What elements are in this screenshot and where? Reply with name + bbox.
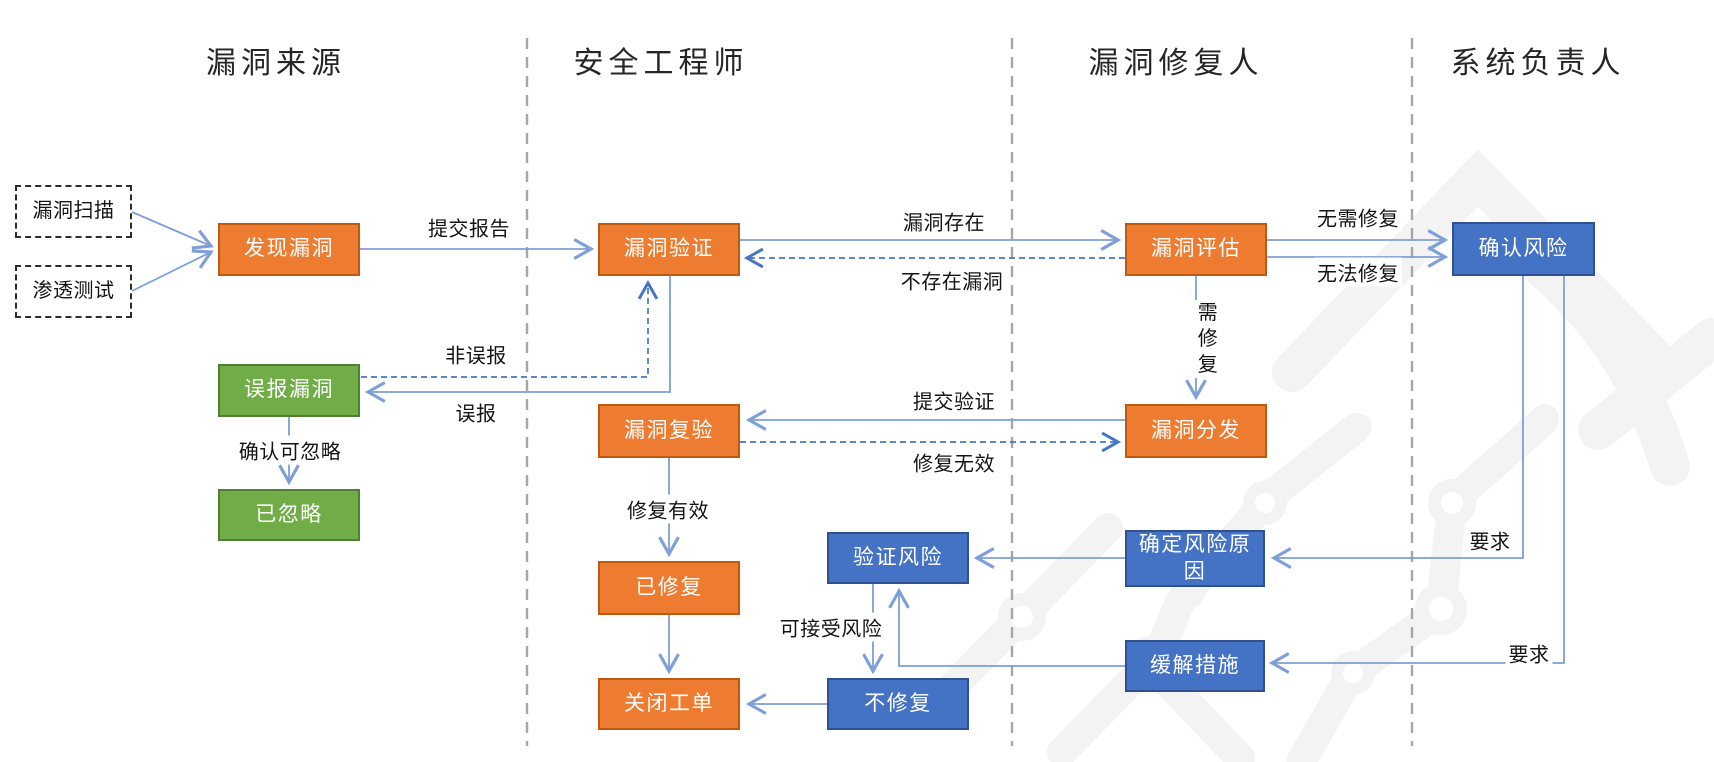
node-mitigation: 缓解措施 xyxy=(1125,640,1265,692)
node-vuln-scan: 漏洞扫描 xyxy=(15,185,132,238)
node-validate-risk: 验证风险 xyxy=(827,532,969,584)
node-vuln-dispatch: 漏洞分发 xyxy=(1125,404,1267,458)
node-vuln-assess: 漏洞评估 xyxy=(1125,223,1267,276)
node-close-ticket: 关闭工单 xyxy=(598,678,740,730)
edge-label-confirm-ignorable: 确认可忽略 xyxy=(235,435,345,465)
lane-header-security-engineer: 安全工程师 xyxy=(573,47,749,80)
edge-label-submit-report: 提交报告 xyxy=(425,212,513,242)
edge-label-need-fix: 需修复 xyxy=(1194,300,1222,378)
edge-label-acceptable-risk: 可接受风险 xyxy=(776,612,886,642)
edge-label-require-bottom: 要求 xyxy=(1505,638,1553,668)
edge-label-cannot-fix: 无法修复 xyxy=(1314,257,1402,287)
edge-label-require-top: 要求 xyxy=(1466,525,1514,555)
node-pen-test: 渗透测试 xyxy=(15,265,132,318)
node-no-fix: 不修复 xyxy=(827,678,969,730)
edge-label-not-false-positive: 非误报 xyxy=(442,339,510,369)
edge-label-vuln-exists: 漏洞存在 xyxy=(900,206,988,236)
lane-header-system-owner: 系统负责人 xyxy=(1450,47,1626,80)
edge-label-fix-valid: 修复有效 xyxy=(624,494,712,524)
node-fixed: 已修复 xyxy=(598,561,740,615)
lane-header-vuln-fixer: 漏洞修复人 xyxy=(1088,47,1264,80)
edge-label-false-positive: 误报 xyxy=(452,397,500,427)
node-discover-vuln: 发现漏洞 xyxy=(218,223,360,276)
edge-label-fix-invalid: 修复无效 xyxy=(910,447,998,477)
node-ignored: 已忽略 xyxy=(218,489,360,541)
lane-header-vuln-source: 漏洞来源 xyxy=(206,47,346,80)
edge-label-no-need-fix: 无需修复 xyxy=(1314,202,1402,232)
node-risk-cause: 确定风险原因 xyxy=(1125,530,1265,587)
node-false-positive-vuln: 误报漏洞 xyxy=(218,364,360,417)
node-vuln-recheck: 漏洞复验 xyxy=(598,404,740,458)
node-vuln-verify: 漏洞验证 xyxy=(598,223,740,276)
node-confirm-risk: 确认风险 xyxy=(1452,222,1595,276)
edge-label-submit-verify: 提交验证 xyxy=(910,385,998,415)
edge-label-vuln-not-exist: 不存在漏洞 xyxy=(897,265,1007,295)
